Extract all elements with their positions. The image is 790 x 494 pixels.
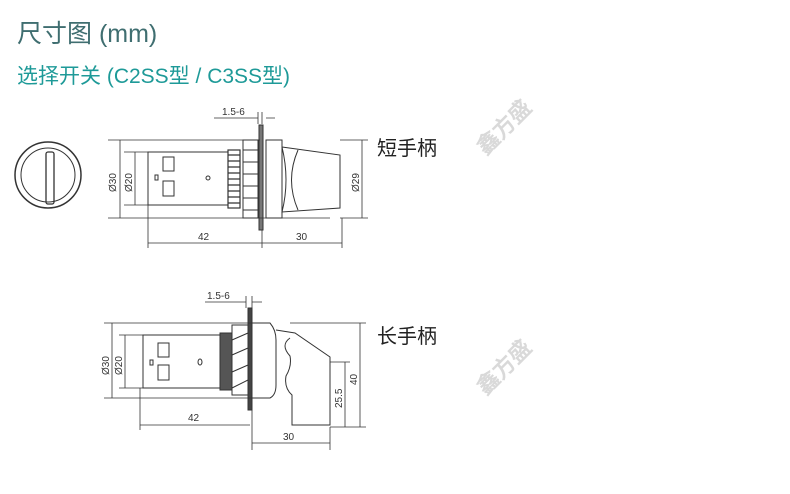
short-handle-side-view [108,112,368,248]
short-handle-label: 短手柄 [377,136,437,160]
long-dim-body-len: 42 [188,413,200,424]
long-dim-outer-dia: Ø30 [101,356,112,375]
page-title: 尺寸图 (mm) [17,20,158,48]
long-dim-lever-height: 25.5 [334,388,345,408]
short-handle-front-view [14,141,82,209]
long-dim-height: 40 [349,373,360,385]
short-dim-body-len: 42 [198,232,210,243]
long-dim-inner-dia: Ø20 [114,356,125,375]
long-handle-side-view [104,296,366,450]
long-handle-label: 长手柄 [377,324,437,348]
short-dim-inner-dia: Ø20 [124,173,135,192]
long-dim-lever-len: 30 [283,432,295,443]
product-subtitle: 选择开关 (C2SS型 / C3SS型) [17,65,291,88]
long-dim-panel: 1.5-6 [207,291,230,302]
short-dim-outer-dia: Ø30 [108,173,119,192]
short-dim-knob-len: 30 [296,232,308,243]
short-dim-panel: 1.5-6 [222,107,245,118]
short-dim-knob-dia: Ø29 [351,173,362,192]
